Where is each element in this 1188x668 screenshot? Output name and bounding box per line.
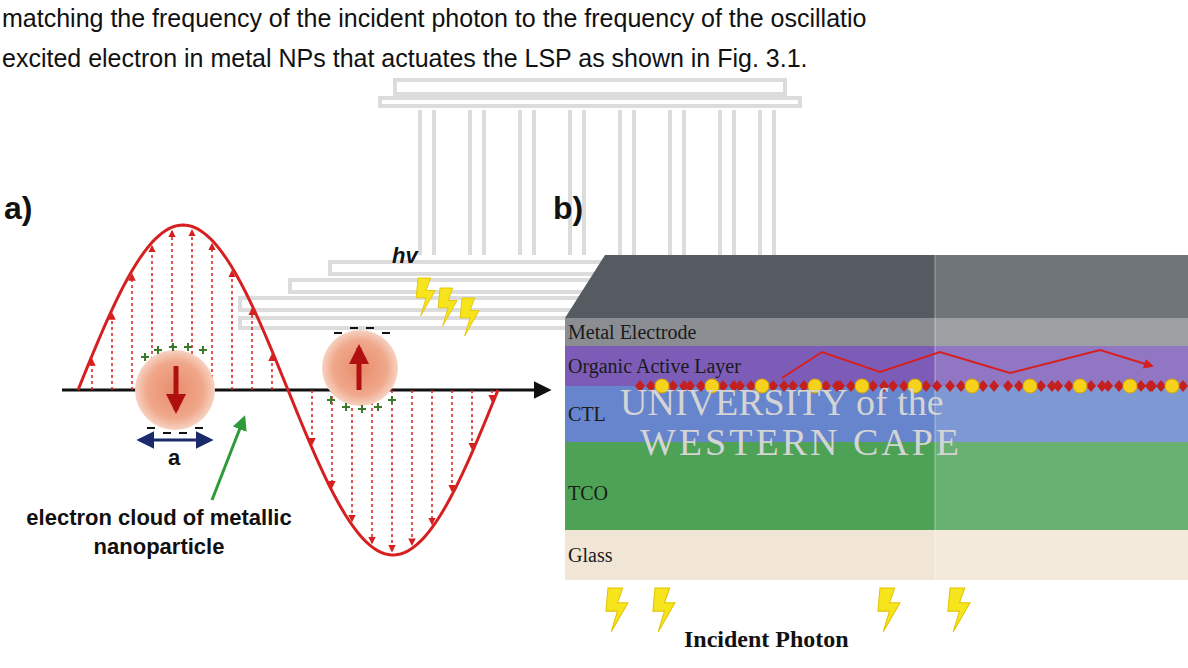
- field-arrow: [371, 390, 373, 543]
- photon-bolt: [653, 588, 675, 632]
- field-arrow: [431, 390, 433, 524]
- layer-name: Organic Active Layer: [568, 355, 1188, 377]
- charges: [147, 428, 203, 433]
- field-arrow: [411, 390, 413, 544]
- field-arrow: [111, 314, 113, 390]
- dipole-arrow: [357, 348, 362, 390]
- plasmon-particle: [1003, 379, 1057, 393]
- callout-text: electron cloud of metallic nanoparticle: [14, 504, 304, 561]
- plasmon-particle: [945, 379, 999, 393]
- axis: [62, 389, 548, 392]
- nanoparticle: [135, 350, 215, 430]
- body-text: excited electron in metal NPs that actua…: [2, 42, 808, 75]
- photon-bolt: [416, 278, 435, 316]
- plasmon-particle: [1053, 379, 1107, 393]
- size-arrow: [140, 439, 210, 442]
- nanoparticle: [322, 330, 398, 406]
- photon-bolt: [438, 288, 457, 326]
- photon-label: Incident Photon: [684, 624, 849, 655]
- photon-energy: hv: [392, 242, 418, 271]
- watermark-text: WESTERN CAPE: [640, 418, 962, 467]
- field-arrow: [271, 355, 273, 390]
- device-layer: Metal Electrode: [565, 318, 1188, 346]
- field-arrow: [211, 244, 213, 390]
- panel-label: b): [553, 188, 583, 230]
- panel-label: a): [4, 188, 32, 230]
- watermark-text: UNIVERSITY of the: [620, 378, 944, 427]
- layer-name: Metal Electrode: [568, 321, 1188, 343]
- field-arrow: [131, 275, 133, 390]
- field-arrow: [251, 309, 253, 390]
- charges: [141, 343, 207, 361]
- layer-name: Glass: [568, 544, 1188, 566]
- plasmon-particle: [1145, 379, 1188, 393]
- body-text: matching the frequency of the incident p…: [2, 2, 866, 35]
- scattered-light: [782, 350, 1152, 378]
- photon-bolt: [606, 588, 628, 632]
- field-arrow: [391, 390, 393, 551]
- device-layer: Glass: [565, 530, 1188, 580]
- size-label: a: [168, 444, 180, 473]
- field-arrow: [351, 390, 353, 521]
- field-arrow: [91, 360, 93, 390]
- layer-name: TCO: [568, 482, 1188, 504]
- device-layer: CTL: [565, 386, 1188, 442]
- field-arrow: [491, 390, 493, 401]
- field-arrow: [231, 271, 233, 390]
- charges: [334, 328, 390, 333]
- field-arrows: [92, 230, 492, 550]
- device-layer: TCO: [565, 442, 1188, 530]
- field-arrow: [451, 390, 453, 491]
- photon-bolt: [878, 588, 900, 632]
- dipole-arrow: [174, 366, 179, 410]
- field-arrow: [311, 390, 313, 444]
- field-arrow: [471, 390, 473, 449]
- charges: [327, 396, 396, 413]
- photon-bolt: [460, 298, 479, 336]
- layer-name: CTL: [568, 403, 1188, 425]
- device-side-face: [935, 255, 1188, 580]
- device-layer: Organic Active Layer: [565, 346, 1188, 386]
- pointer-arrow: [212, 418, 244, 500]
- field-arrow: [331, 390, 333, 487]
- photon-bolt: [948, 588, 970, 632]
